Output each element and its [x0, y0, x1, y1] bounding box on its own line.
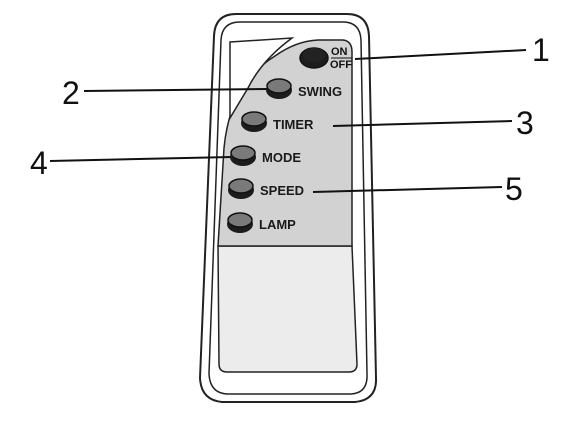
callout-3: 3 [516, 105, 534, 141]
power-off-label: OFF [330, 59, 352, 71]
callout-2: 2 [62, 75, 80, 111]
speed-button[interactable] [228, 178, 254, 199]
swing-label: SWING [298, 84, 342, 99]
highlight-window [229, 37, 295, 121]
callout-5: 5 [505, 171, 523, 207]
callout-4: 4 [30, 145, 48, 181]
power-on-label: ON [331, 46, 348, 58]
leader-line-4 [49, 156, 233, 162]
leader-line-3 [332, 120, 513, 127]
lamp-label: LAMP [259, 217, 296, 232]
power-button[interactable] [299, 47, 329, 69]
callout-1: 1 [532, 32, 550, 68]
lower-window [217, 245, 358, 373]
swing-button[interactable] [266, 78, 292, 99]
lamp-button[interactable] [227, 212, 253, 233]
mode-button[interactable] [230, 145, 256, 166]
speed-label: SPEED [260, 183, 304, 198]
mode-label: MODE [262, 150, 301, 165]
timer-label: TIMER [273, 117, 314, 132]
leader-line-1 [354, 49, 527, 60]
leader-line-2 [83, 88, 269, 92]
leader-line-5 [312, 186, 503, 193]
timer-button[interactable] [241, 111, 267, 132]
